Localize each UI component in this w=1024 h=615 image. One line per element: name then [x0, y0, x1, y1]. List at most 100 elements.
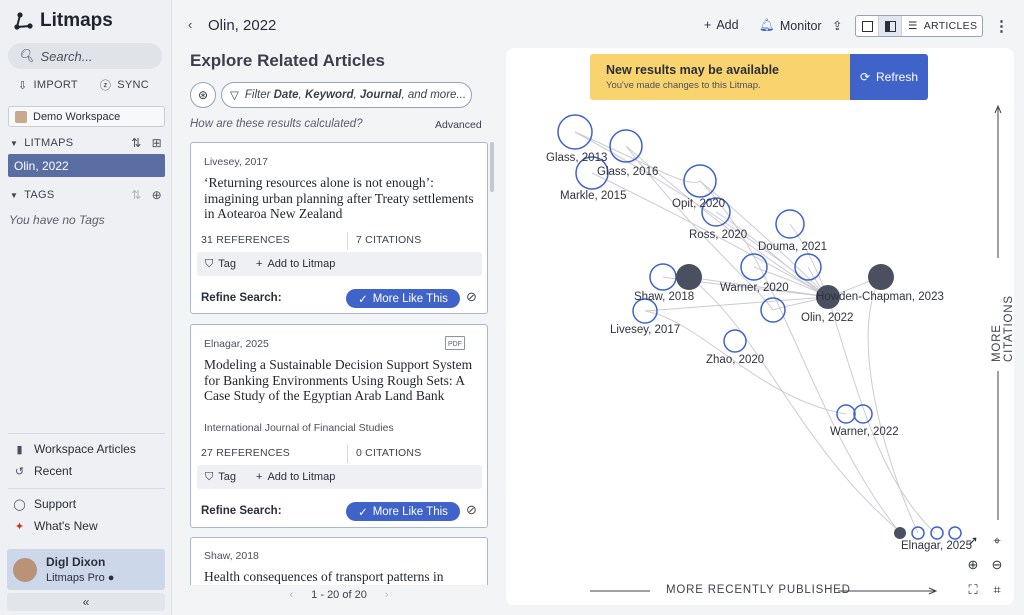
tag-icon: ⛉ — [205, 257, 214, 270]
node-label: Ross, 2020 — [689, 229, 747, 241]
network-filter-button[interactable]: ⊛ — [190, 82, 216, 108]
article-card[interactable]: Elnagar, 2025 PDF Modeling a Sustainable… — [190, 324, 488, 528]
article-counts: 31 REFERENCES 7 CITATIONS — [201, 232, 481, 250]
map-item-label: Olin, 2022 — [14, 158, 69, 173]
monitor-label: Monitor — [779, 18, 822, 33]
import-icon: ⇩ — [18, 79, 28, 92]
node-label: Warner, 2022 — [830, 426, 899, 438]
add-map-icon[interactable]: ⊞ — [151, 136, 162, 150]
workspace-selector[interactable]: Demo Workspace — [8, 106, 165, 127]
article-card[interactable]: Shaw, 2018 Health consequences of transp… — [190, 537, 488, 585]
add-to-litmap-button[interactable]: +Add to Litmap — [256, 471, 335, 483]
add-tag-icon[interactable]: ⊕ — [151, 188, 162, 202]
user-profile[interactable]: Digl Dixon Litmaps Pro ● — [7, 549, 165, 590]
caret-down-icon: ▼ — [10, 138, 19, 148]
map-view-icon[interactable] — [856, 16, 879, 36]
filter-icon: ▽ — [230, 90, 239, 102]
collapse-sidebar-button[interactable]: « — [7, 593, 165, 611]
sidebar-item-olin-2022[interactable]: Olin, 2022 — [8, 154, 165, 177]
article-card[interactable]: Livesey, 2017 ‘Returning resources alone… — [190, 142, 488, 314]
support-link[interactable]: ◯ Support — [13, 497, 76, 511]
whats-new-link[interactable]: ✦What's New — [13, 519, 98, 533]
node-livesey-2017 — [632, 298, 658, 324]
node-elnagar-a — [911, 526, 925, 540]
network-icon: ⊛ — [197, 88, 209, 102]
node-label: Warner, 2020 — [720, 282, 789, 294]
sort-icon[interactable]: ⇅ — [131, 136, 142, 150]
node-label: Glass, 2016 — [597, 166, 658, 178]
node-howden-chapman-2023 — [868, 264, 894, 290]
pdf-icon[interactable]: PDF — [445, 336, 465, 350]
zoom-out-icon[interactable]: ⊖ — [991, 557, 1003, 572]
article-title[interactable]: ‘Returning resources alone is not enough… — [204, 175, 474, 221]
node-ross-2020 — [701, 197, 731, 227]
fit-view-icon[interactable]: ⛶ — [968, 582, 978, 597]
add-button[interactable]: +Add — [704, 18, 739, 32]
node-label: Glass, 2013 — [546, 152, 607, 164]
node-labels: Glass, 2013 Glass, 2016 Markle, 2015 Opi… — [546, 152, 972, 552]
articles-view-button[interactable]: ☰ARTICLES — [902, 20, 977, 32]
view-toggle[interactable]: ☰ARTICLES — [855, 15, 983, 37]
share-icon[interactable]: ⇪ — [832, 19, 843, 33]
app-logo[interactable]: Litmaps — [14, 10, 113, 32]
sync-label: SYNC — [117, 79, 149, 91]
pager-text: 1 - 20 of 20 — [311, 589, 367, 601]
workspace-articles-link[interactable]: ▮Workspace Articles — [13, 442, 135, 456]
litmaps-section-header[interactable]: ▼ LITMAPS ⇅⊞ — [10, 136, 162, 150]
search-input[interactable]: 🔍︎ Search... — [8, 43, 162, 69]
split-view-icon[interactable] — [879, 16, 902, 36]
more-like-this-button[interactable]: ✓More Like This — [346, 289, 460, 308]
tag-icon: ⛉ — [205, 470, 214, 483]
exclude-icon[interactable]: ⊘ — [466, 289, 477, 304]
page-title: Olin, 2022 — [208, 17, 277, 34]
more-options-icon[interactable]: ⋮ — [994, 18, 1009, 35]
monitor-button[interactable]: 🔔︎Monitor — [759, 18, 822, 33]
add-to-litmap-label: Add to Litmap — [267, 471, 336, 483]
refresh-label: Refresh — [876, 70, 919, 84]
list-icon: ☰ — [908, 20, 918, 32]
search-icon: 🔍︎ — [18, 48, 35, 63]
refresh-icon: ⟳ — [859, 70, 871, 84]
back-chevron-icon[interactable]: ‹ — [188, 17, 193, 32]
check-icon: ✓ — [358, 506, 368, 519]
advanced-link[interactable]: Advanced — [435, 119, 482, 131]
tags-section-header[interactable]: ▼ TAGS ⇅⊕ — [10, 188, 162, 202]
refine-search-label: Refine Search: — [201, 505, 282, 517]
layout-icon[interactable]: ⌗ — [993, 582, 1001, 597]
more-like-label: More Like This — [372, 292, 448, 305]
search-placeholder: Search... — [40, 48, 93, 64]
import-button[interactable]: ⇩IMPORT — [18, 77, 78, 93]
article-title[interactable]: Modeling a Sustainable Decision Support … — [204, 357, 473, 403]
more-like-this-button[interactable]: ✓ More Like This — [346, 502, 460, 521]
refresh-button[interactable]: ⟳ Refresh — [850, 54, 928, 100]
next-page-icon[interactable]: › — [384, 589, 389, 601]
refine-search-label: Refine Search: — [201, 292, 282, 304]
recenter-icon[interactable]: ⌖ — [993, 533, 1001, 548]
more-like-label: More Like This — [372, 505, 448, 518]
node-label: Douma, 2021 — [758, 241, 827, 253]
banner-title: New results may be available — [606, 63, 780, 77]
zoom-in-icon[interactable]: ⊕ — [967, 557, 979, 572]
sort-icon[interactable]: ⇅ — [131, 188, 142, 202]
add-to-litmap-button[interactable]: +Add to Litmap — [256, 258, 335, 270]
tag-button[interactable]: ⛉Tag — [205, 258, 236, 271]
how-calculated-link[interactable]: How are these results calculated? — [190, 118, 363, 130]
scrollbar[interactable] — [490, 142, 494, 192]
cursor-icon[interactable]: ➚ — [967, 533, 979, 548]
chat-icon: ◯ — [13, 498, 26, 511]
exclude-icon[interactable]: ⊘ — [466, 502, 477, 517]
article-counts: 27 REFERENCES 0 CITATIONS — [201, 445, 481, 463]
user-name: Digl Dixon — [46, 555, 106, 569]
pagination: ‹ 1 - 20 of 20 › — [190, 589, 488, 601]
recent-link[interactable]: ↺Recent — [13, 464, 72, 478]
filter-input[interactable]: ▽ Filter Date, Keyword, Journal, and mor… — [221, 82, 472, 108]
prev-page-icon[interactable]: ‹ — [289, 589, 294, 601]
article-title[interactable]: Health consequences of transport pattern… — [204, 569, 444, 584]
support-label: Support — [34, 497, 77, 511]
tag-button[interactable]: ⛉Tag — [205, 471, 236, 484]
node-warner-2022-a — [836, 404, 856, 424]
node-label: Howden-Chapman, 2023 — [816, 291, 944, 303]
